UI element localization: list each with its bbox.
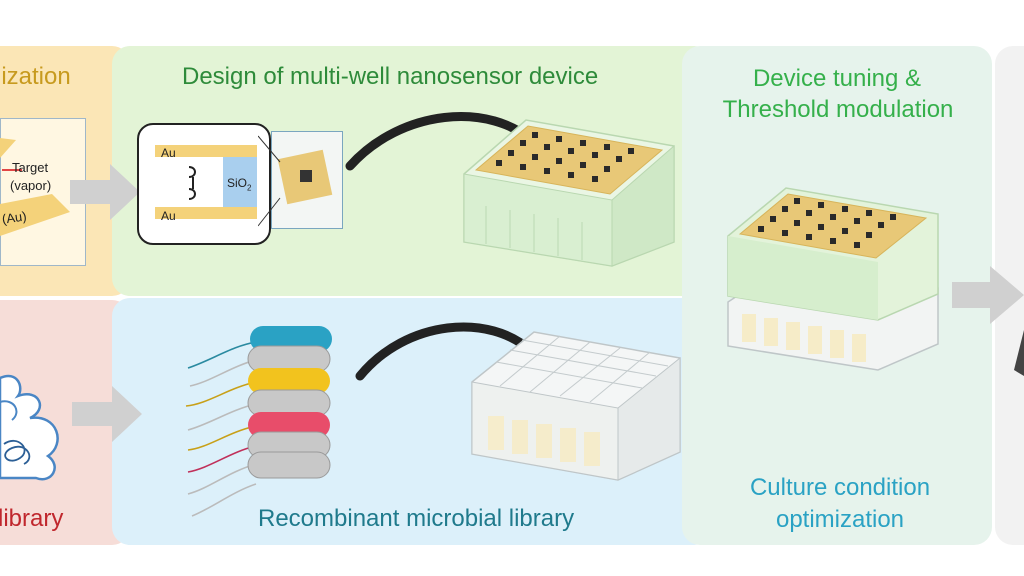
library-title: Recombinant microbial library <box>258 505 575 532</box>
au-bottom-bar <box>155 207 257 219</box>
well-plate-bottom <box>471 331 681 481</box>
gap-symbol <box>188 166 196 200</box>
stacked-device <box>727 187 939 371</box>
design-title: Design of multi-well nanosensor device <box>182 63 599 90</box>
zoom-lines <box>258 135 281 227</box>
right-edge-shape <box>1014 330 1024 376</box>
sio2-block <box>223 157 257 207</box>
au-top-label: Au <box>161 146 176 160</box>
target-gold-shapes <box>0 138 70 236</box>
chip-inset <box>271 131 343 229</box>
au-bottom-label: Au <box>161 209 176 223</box>
bacteria-illustration <box>185 326 332 517</box>
tuning-title-line2: Threshold modulation <box>722 96 954 123</box>
tuning-title-line1: Device tuning & <box>752 65 922 92</box>
au-label-left: (Au) <box>1 208 28 227</box>
electrode-schematic: Au Au SiO2 <box>137 123 271 245</box>
target-label: Target <box>12 160 49 175</box>
culture-title-line1: Culture condition <box>749 474 931 501</box>
arrow-right <box>952 266 1024 324</box>
cloud-library-icon <box>0 374 59 481</box>
left-bottom-title: library <box>0 505 64 532</box>
sio2-label: SiO2 <box>227 176 252 193</box>
nanosensor-plate-top <box>463 119 675 267</box>
arrow-left-top <box>70 164 140 220</box>
target-sub-label: (vapor) <box>10 178 52 193</box>
au-top-bar <box>155 145 257 157</box>
left-top-title: lization <box>0 63 71 90</box>
culture-title-line2: optimization <box>775 506 905 533</box>
arrow-left-bottom <box>72 386 142 442</box>
